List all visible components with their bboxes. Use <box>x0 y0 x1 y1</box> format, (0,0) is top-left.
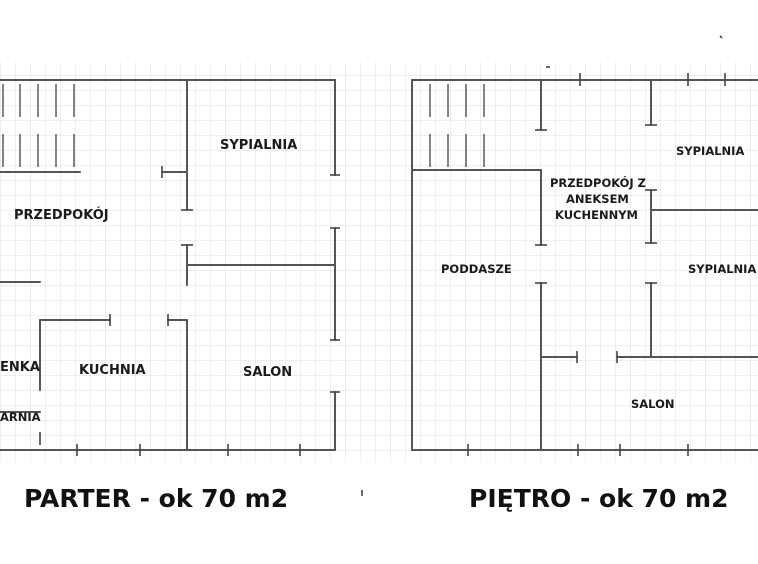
room-label-przedpokoj-line1: PRZEDPOKÓJ Z <box>550 175 646 190</box>
room-label-przedpokoj-line3: KUCHENNYM <box>555 208 638 222</box>
room-label-poddasze: PODDASZE <box>441 262 512 276</box>
room-label-sypialnia: SYPIALNIA <box>220 138 297 153</box>
pietro-walls <box>411 79 758 451</box>
room-label-spizarnia: ARNIA <box>0 410 41 424</box>
room-label-przedpokoj: PRZEDPOKÓJ <box>14 207 109 223</box>
room-label-lazienka: ENKA <box>0 360 40 375</box>
pietro-title: PIĘTRO - ok 70 m2 <box>469 484 729 513</box>
parter-room-labels: SYPIALNIA PRZEDPOKÓJ ENKA KUCHNIA SALON … <box>0 138 297 424</box>
pietro-wall-ticks <box>467 35 726 456</box>
pietro-stairs <box>429 84 485 167</box>
room-label-salon-pietro: SALON <box>631 397 675 411</box>
pietro-room-labels: SYPIALNIA PRZEDPOKÓJ Z ANEKSEM KUCHENNYM… <box>441 144 756 411</box>
room-label-kuchnia: KUCHNIA <box>79 363 146 378</box>
parter-plan: SYPIALNIA PRZEDPOKÓJ ENKA KUCHNIA SALON … <box>0 79 363 496</box>
room-label-salon: SALON <box>243 365 292 380</box>
parter-stairs <box>2 84 75 167</box>
graph-paper-grid <box>0 62 758 462</box>
room-label-sypialnia-1: SYPIALNIA <box>676 144 744 158</box>
parter-title: PARTER - ok 70 m2 <box>24 484 289 513</box>
room-label-sypialnia-2: SYPIALNIA <box>688 262 756 276</box>
room-label-przedpokoj-line2: ANEKSEM <box>566 192 629 206</box>
parter-walls <box>0 79 336 451</box>
parter-wall-ticks <box>39 166 363 496</box>
pietro-plan: SYPIALNIA PRZEDPOKÓJ Z ANEKSEM KUCHENNYM… <box>411 35 758 456</box>
